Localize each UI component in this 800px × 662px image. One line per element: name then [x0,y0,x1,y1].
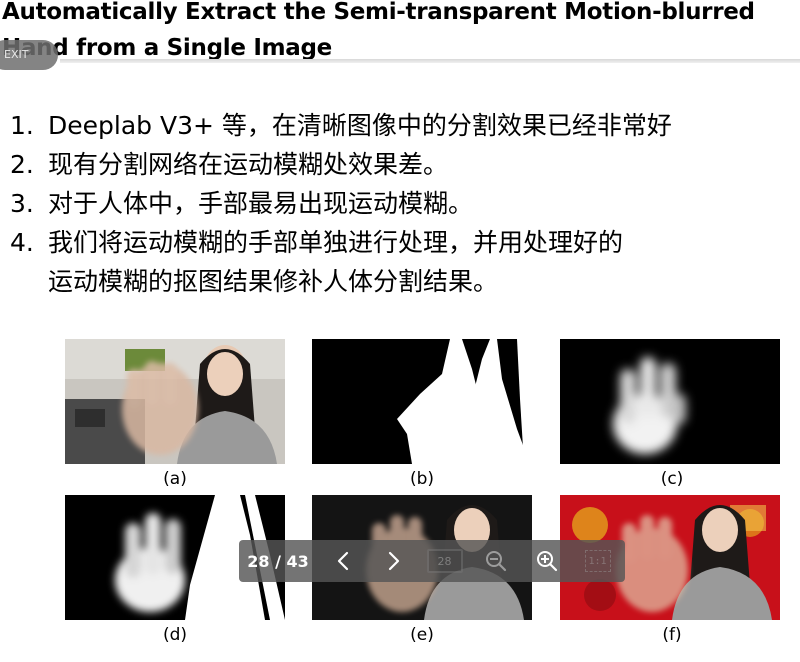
zoom-in-icon [536,551,557,572]
image-viewer-toolbar: 28 / 43 28 1:1 [239,540,625,582]
bullet-number: 1. [10,111,34,140]
bullet-item: 4. 我们将运动模糊的手部单独进行处理，并用处理好的 运动模糊的抠图结果修补人体… [10,223,800,301]
actual-size-button[interactable]: 1:1 [572,540,623,582]
hand-matte-image [560,339,780,464]
refined-mask-image [65,495,285,620]
figure-d-refined-mask [65,495,285,620]
bullet-number: 4. [10,228,34,257]
chevron-right-icon [388,551,399,571]
segmentation-mask-image [312,339,532,464]
figure-caption: (d) [162,625,188,645]
figure-caption: (f) [662,625,682,645]
bullet-text: 现有分割网络在运动模糊处效果差。 [48,150,449,179]
figure-a-photo [65,339,285,464]
zoom-in-button[interactable] [521,540,572,582]
figure-caption: (e) [410,625,434,645]
thumbnail-icon: 28 [426,549,463,573]
bullet-item: 3. 对于人体中，手部最易出现运动模糊。 [10,184,800,223]
figure-caption: (a) [163,469,187,489]
zoom-out-icon [485,551,506,572]
bullet-list: 1. Deeplab V3+ 等，在清晰图像中的分割效果已经非常好 2. 现有分… [10,106,800,301]
bullet-number: 2. [10,150,34,179]
bullet-text: 对于人体中，手部最易出现运动模糊。 [48,189,474,218]
figure-b-segmentation [312,339,532,464]
photo-original-image [65,339,285,464]
exit-button[interactable]: EXIT [0,40,58,70]
page-counter: 28 / 43 [247,551,309,571]
bullet-number: 3. [10,189,34,218]
bullet-text: 我们将运动模糊的手部单独进行处理，并用处理好的 运动模糊的抠图结果修补人体分割结… [48,228,624,296]
zoom-out-button[interactable] [470,540,521,582]
figure-c-hand-matte [560,339,780,464]
bullet-item: 2. 现有分割网络在运动模糊处效果差。 [10,145,800,184]
figure-caption: (b) [409,469,435,489]
chevron-left-icon [337,551,348,571]
figure-caption: (c) [660,469,684,489]
previous-button[interactable] [317,540,368,582]
bullet-text: Deeplab V3+ 等，在清晰图像中的分割效果已经非常好 [48,111,672,140]
actual-size-icon: 1:1 [584,550,611,572]
title-divider [60,59,800,63]
slide-title: Automatically Extract the Semi-transpare… [2,0,755,61]
thumbnail-button[interactable]: 28 [419,540,470,582]
bullet-item: 1. Deeplab V3+ 等，在清晰图像中的分割效果已经非常好 [10,106,800,145]
next-button[interactable] [368,540,419,582]
